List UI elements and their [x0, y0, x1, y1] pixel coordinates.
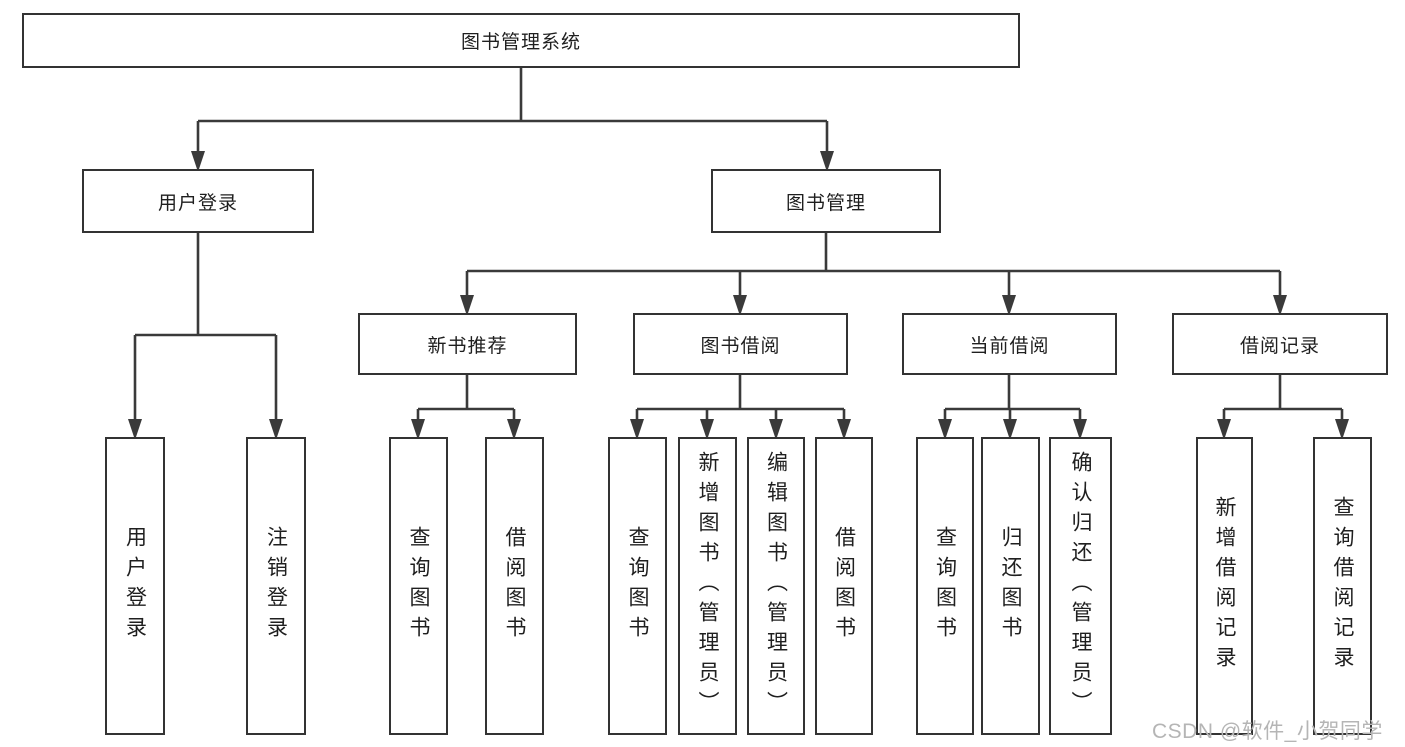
node-user-login-label: 用户登录: [157, 192, 238, 214]
node-leaf-add-book-admin-label: 新增图书（管理员）: [696, 451, 719, 721]
node-leaf-query-books-1-label: 查询图书: [407, 526, 430, 646]
node-user-login: 用户登录: [82, 169, 314, 233]
node-book-borrow: 图书借阅: [633, 313, 848, 375]
node-leaf-edit-book-admin: 编辑图书（管理员）: [747, 437, 805, 735]
node-leaf-borrow-books-2-label: 借阅图书: [832, 526, 856, 646]
node-leaf-logout-label: 注销登录: [264, 526, 288, 646]
node-leaf-borrow-books-2: 借阅图书: [815, 437, 873, 735]
node-leaf-confirm-return-admin-label: 确认归还（管理员）: [1069, 451, 1092, 721]
node-leaf-query-books-2: 查询图书: [608, 437, 667, 735]
node-leaf-logout: 注销登录: [246, 437, 306, 735]
node-current-borrow: 当前借阅: [902, 313, 1117, 375]
node-leaf-query-books-1: 查询图书: [389, 437, 448, 735]
node-leaf-query-borrow-record: 查询借阅记录: [1313, 437, 1372, 735]
node-leaf-return-book: 归还图书: [981, 437, 1040, 735]
node-root-label: 图书管理系统: [460, 32, 581, 53]
node-book-management-label: 图书管理: [785, 192, 866, 214]
node-current-borrow-label: 当前借阅: [969, 335, 1050, 357]
node-leaf-return-book-label: 归还图书: [999, 526, 1022, 646]
node-leaf-user-login-label: 用户登录: [123, 526, 147, 646]
node-leaf-edit-book-admin-label: 编辑图书（管理员）: [764, 451, 788, 721]
node-leaf-confirm-return-admin: 确认归还（管理员）: [1049, 437, 1112, 735]
node-leaf-query-borrow-record-label: 查询借阅记录: [1331, 496, 1354, 676]
node-leaf-add-borrow-record: 新增借阅记录: [1196, 437, 1253, 735]
node-leaf-user-login: 用户登录: [105, 437, 165, 735]
watermark-text: CSDN @软件_小贺同学: [1152, 720, 1383, 743]
node-borrow-records: 借阅记录: [1172, 313, 1388, 375]
node-root: 图书管理系统: [22, 13, 1020, 68]
node-leaf-add-book-admin: 新增图书（管理员）: [678, 437, 737, 735]
node-leaf-query-books-3: 查询图书: [916, 437, 974, 735]
node-leaf-borrow-books-1-label: 借阅图书: [503, 526, 526, 646]
node-leaf-borrow-books-1: 借阅图书: [485, 437, 544, 735]
node-leaf-add-borrow-record-label: 新增借阅记录: [1213, 496, 1236, 676]
node-book-borrow-label: 图书借阅: [700, 335, 781, 357]
node-book-management: 图书管理: [711, 169, 941, 233]
node-leaf-query-books-2-label: 查询图书: [626, 526, 649, 646]
node-new-book-recommend: 新书推荐: [358, 313, 577, 375]
node-borrow-records-label: 借阅记录: [1239, 335, 1320, 357]
node-leaf-query-books-3-label: 查询图书: [933, 526, 957, 646]
node-new-book-recommend-label: 新书推荐: [427, 335, 508, 357]
